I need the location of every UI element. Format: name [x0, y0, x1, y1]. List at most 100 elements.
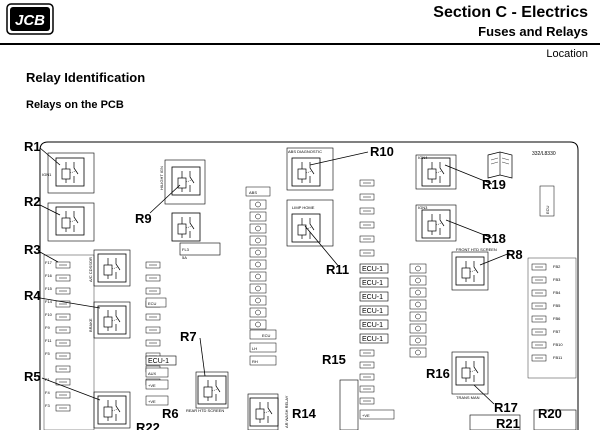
- svg-text:ECU-1: ECU-1: [362, 294, 383, 301]
- relay-r4: BRAKE: [88, 301, 131, 339]
- label-r18: R18: [482, 231, 506, 246]
- label-r7: R7: [180, 329, 197, 344]
- svg-text:ECU: ECU: [545, 205, 550, 214]
- svg-text:ECU-1: ECU-1: [362, 336, 383, 343]
- label-r3: R3: [24, 242, 41, 257]
- svg-text:LH: LH: [252, 346, 257, 351]
- relay-r16: TRANS MAN: [451, 351, 489, 400]
- svg-text:+VE: +VE: [148, 399, 156, 404]
- relay-r9b: [171, 212, 201, 242]
- svg-text:+VE: +VE: [362, 413, 370, 418]
- relay-r10: ABS DIAGNOSTIC: [286, 147, 334, 191]
- svg-text:F15: F15: [45, 286, 53, 291]
- svg-text:IGN3: IGN3: [418, 205, 428, 210]
- label-r11: R11: [326, 262, 349, 277]
- svg-text:F17: F17: [45, 260, 53, 265]
- svg-text:FB3: FB3: [553, 277, 561, 282]
- svg-text:F5: F5: [45, 351, 50, 356]
- svg-text:+VE: +VE: [148, 383, 156, 388]
- fuse-column-c-icons: ABS ECU LH RH: [245, 186, 277, 366]
- svg-text:REAR HTD SCREEN: REAR HTD SCREEN: [186, 408, 224, 413]
- label-r9: R9: [135, 211, 152, 226]
- svg-text:LIMP HOME: LIMP HOME: [292, 205, 315, 210]
- svg-text:FRONT HTD SCREEN: FRONT HTD SCREEN: [456, 247, 497, 252]
- location-label: Location: [546, 48, 588, 60]
- svg-text:F11: F11: [45, 338, 52, 343]
- manual-book-icon: [487, 151, 513, 179]
- label-r4: R4: [24, 288, 41, 303]
- label-r16: R16: [426, 366, 450, 381]
- label-r6: R6: [162, 406, 179, 421]
- fuse-column-a: F17 F16 F15 F14 F10 F9 F11 F5 F1 F4 F3: [43, 254, 95, 430]
- svg-text:H/LIGHT IGN: H/LIGHT IGN: [159, 166, 164, 190]
- svg-text:F9: F9: [45, 325, 50, 330]
- svg-text:FB5: FB5: [553, 303, 561, 308]
- label-r15: R15: [322, 352, 346, 367]
- relay-r21: [469, 414, 521, 430]
- relay-r8: FRONT HTD SCREEN: [451, 247, 497, 291]
- fuse-column-d: [409, 263, 427, 358]
- svg-text:F1: F1: [45, 377, 50, 382]
- svg-text:F10: F10: [45, 312, 53, 317]
- svg-text:F16: F16: [45, 273, 53, 278]
- svg-text:ECU: ECU: [148, 301, 157, 306]
- svg-text:F3: F3: [45, 403, 50, 408]
- label-r20: R20: [538, 406, 562, 421]
- svg-text:BRAKE: BRAKE: [88, 318, 93, 332]
- fuse-column-e: FB2 FB3 FB4 FB5 FB6 FB7 FB10 FB11: [527, 257, 577, 379]
- svg-text:F4: F4: [45, 390, 50, 395]
- label-r2: R2: [24, 194, 41, 209]
- svg-text:RH: RH: [252, 359, 258, 364]
- svg-text:ECU-1: ECU-1: [148, 358, 169, 365]
- svg-text:AUX: AUX: [148, 371, 157, 376]
- ecu-right: ECU: [539, 185, 555, 217]
- svg-text:FL3: FL3: [182, 247, 190, 252]
- svg-text:FB6: FB6: [553, 316, 561, 321]
- relay-r2: [47, 202, 95, 242]
- page-heading: Relay Identification: [26, 70, 146, 85]
- relay-r15: [339, 379, 359, 430]
- svg-text:5A: 5A: [182, 255, 187, 260]
- relay-r20: [533, 409, 577, 430]
- svg-text:JCB: JCB: [15, 12, 45, 29]
- svg-text:AR WASH RELAY: AR WASH RELAY: [284, 395, 289, 428]
- ign1-label: IGN1: [42, 172, 52, 177]
- svg-text:A/C CDSSOR: A/C CDSSOR: [88, 257, 93, 282]
- relay-r7: REAR HTD SCREEN: [186, 371, 229, 413]
- relay-r1: IGN1: [42, 152, 95, 194]
- relay-r11: LIMP HOME: [286, 199, 334, 247]
- diagram-ref-number: 332/L8330: [532, 151, 556, 157]
- relay-r19: IGN4: [415, 154, 457, 190]
- svg-text:ECU: ECU: [262, 333, 271, 338]
- svg-text:ECU-1: ECU-1: [362, 308, 383, 315]
- label-r17: R17: [494, 400, 518, 415]
- relay-r14: AR WASH RELAY: [247, 393, 289, 430]
- svg-text:IGN4: IGN4: [418, 155, 428, 160]
- svg-text:ABS DIAGNOSTIC: ABS DIAGNOSTIC: [288, 149, 322, 154]
- relay-r3: A/C CDSSOR: [88, 249, 131, 287]
- label-r21: R21: [496, 416, 520, 430]
- svg-text:ECU-1: ECU-1: [362, 266, 383, 273]
- label-r19: R19: [482, 177, 506, 192]
- header-rule: [0, 43, 600, 45]
- svg-text:ECU-1: ECU-1: [362, 322, 383, 329]
- jcb-logo: JCB: [6, 3, 54, 35]
- fuse-column-b: ECU ECU-1 AUX +VE +VE: [145, 261, 177, 406]
- label-r10: R10: [370, 144, 394, 159]
- svg-text:ABS: ABS: [249, 190, 257, 195]
- relay-r5: [93, 391, 131, 429]
- section-subtitle: Fuses and Relays: [478, 24, 588, 39]
- section-title: Section C - Electrics: [433, 4, 588, 21]
- svg-text:F14: F14: [45, 299, 53, 304]
- fuse-column-c: ECU-1 ECU-1 ECU-1 ECU-1 ECU-1 ECU-1 +VE: [359, 179, 395, 420]
- svg-text:FB2: FB2: [553, 264, 561, 269]
- svg-text:ECU-1: ECU-1: [362, 280, 383, 287]
- svg-text:FB4: FB4: [553, 290, 561, 295]
- svg-text:FB11: FB11: [553, 355, 563, 360]
- label-r22: R22: [136, 420, 160, 430]
- svg-text:TRANS MAN: TRANS MAN: [456, 395, 480, 400]
- leader-lines: [39, 147, 511, 405]
- label-r14: R14: [292, 406, 317, 421]
- relay-r9: H/LIGHT IGN: [159, 159, 206, 205]
